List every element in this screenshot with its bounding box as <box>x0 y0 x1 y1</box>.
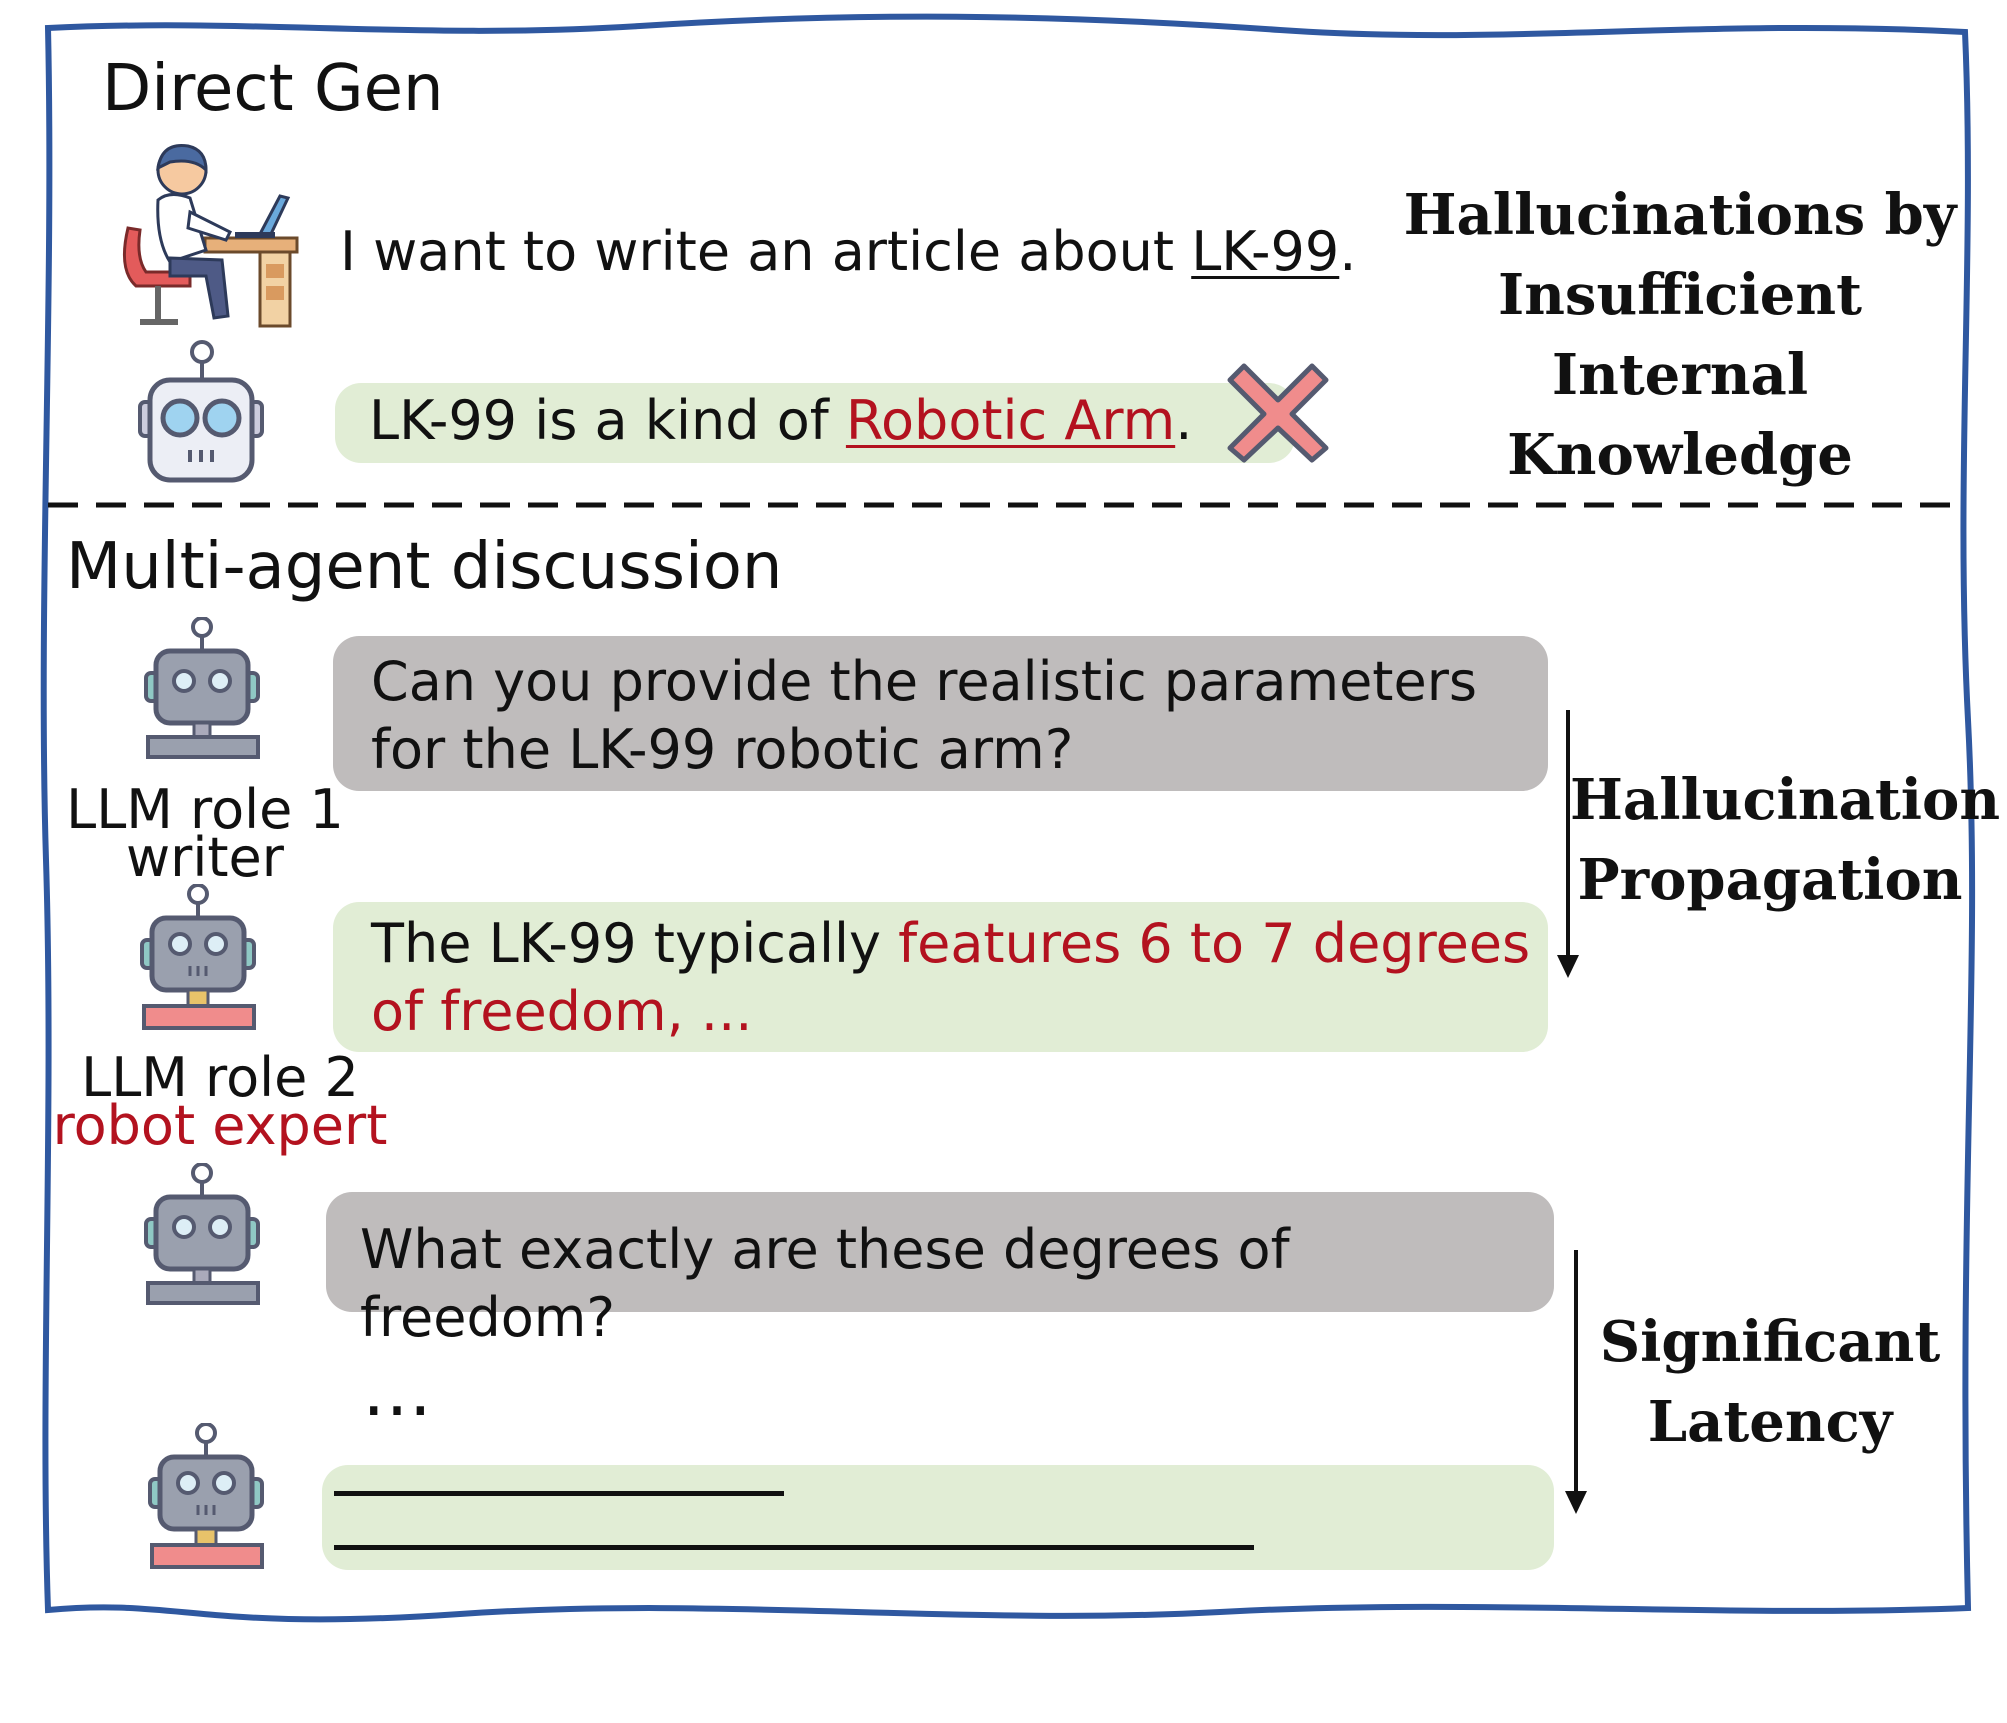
question-2-text: What exactly are these degrees of freedo… <box>360 1218 1290 1349</box>
answer-bubble-1: The LK-99 typically features 6 to 7 degr… <box>333 902 1548 1052</box>
answer-bubble-2 <box>322 1465 1554 1570</box>
multi-agent-title: Multi-agent discussion <box>66 530 783 604</box>
answer-1-text: The LK-99 typically <box>371 912 899 975</box>
question-1-line: for the LK-99 robotic arm? <box>371 718 1074 781</box>
robot-icon <box>148 1423 264 1569</box>
cross-icon <box>1227 363 1329 463</box>
question-1-line: Can you provide the realistic parameters <box>371 650 1478 713</box>
robot-icon <box>144 1163 260 1305</box>
user-message: I want to write an article about LK-99. <box>340 218 1356 286</box>
ellipsis: … <box>362 1350 432 1432</box>
side-label-line: Insufficient Internal <box>1498 262 1862 408</box>
model-answer-text: LK-99 is a kind of <box>369 389 846 452</box>
answer-1-line: The LK-99 typically features 6 to 7 degr… <box>371 910 1530 978</box>
arrow-down-icon <box>1565 1250 1587 1514</box>
model-answer-suffix: . <box>1175 389 1193 452</box>
question-bubble-2: What exactly are these degrees of freedo… <box>326 1192 1554 1349</box>
side-label-line: Latency <box>1647 1389 1893 1455</box>
hallucination-propagation-label: Hallucination Propagation <box>1570 760 2001 920</box>
side-label-line: Propagation <box>1577 847 1963 913</box>
significant-latency-label: Significant Latency <box>1570 1302 1970 1462</box>
role-2-name: LLM role 2 <box>81 1046 359 1109</box>
arrow-down-icon <box>1557 710 1579 978</box>
role-2-label: LLM role 2 robot expert <box>40 1046 400 1157</box>
side-label-line: Knowledge <box>1507 422 1853 488</box>
role-1-label: LLM role 1 writer <box>60 778 350 889</box>
question-bubble-1: Can you provide the realistic parameters… <box>333 636 1548 791</box>
role-1-role: writer <box>126 826 284 889</box>
user-message-suffix: . <box>1339 220 1357 283</box>
robot-icon <box>144 617 260 759</box>
user-message-term: LK-99 <box>1191 220 1340 283</box>
placeholder-line <box>334 1491 784 1496</box>
answer-1-hallucination: features 6 to 7 degrees <box>898 912 1531 975</box>
placeholder-line <box>334 1545 1254 1550</box>
side-label-line: Significant <box>1599 1309 1941 1375</box>
model-answer-bubble: LK-99 is a kind of Robotic Arm. <box>335 383 1295 463</box>
answer-1-hallucination: of freedom, ... <box>371 980 753 1043</box>
direct-gen-title: Direct Gen <box>102 52 444 126</box>
side-label-line: Hallucination <box>1570 767 2001 833</box>
robot-icon <box>140 884 256 1030</box>
role-2-role: robot expert <box>52 1094 388 1157</box>
side-label-line: Hallucinations by <box>1403 182 1957 248</box>
hallucinated-term: Robotic Arm <box>845 389 1176 452</box>
user-message-text: I want to write an article about <box>340 220 1192 283</box>
wavy-border <box>40 13 1976 1623</box>
hallucination-knowledge-label: Hallucinations by Insufficient Internal … <box>1395 175 1965 495</box>
robot-icon <box>138 340 264 483</box>
role-1-name: LLM role 1 <box>66 778 344 841</box>
model-answer: LK-99 is a kind of Robotic Arm. <box>369 387 1192 455</box>
person-at-desk-icon <box>122 143 299 328</box>
